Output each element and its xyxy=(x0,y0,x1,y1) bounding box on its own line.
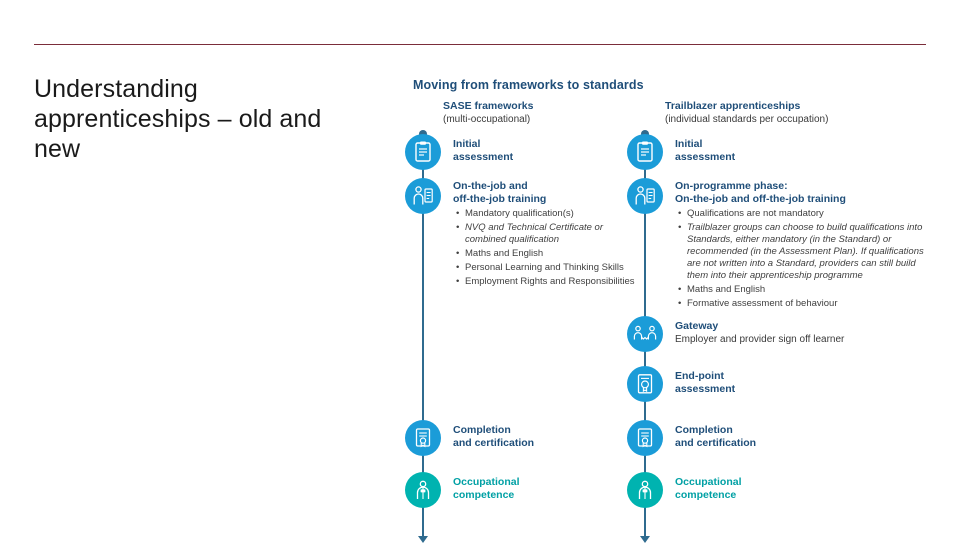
node-bullet-list: Mandatory qualification(s) NVQ and Techn… xyxy=(453,208,643,288)
list-item: Qualifications are not mandatory xyxy=(678,208,937,220)
list-item: Employment Rights and Responsibilities xyxy=(456,276,643,288)
list-item: Maths and English xyxy=(678,284,937,296)
header-divider xyxy=(34,44,926,45)
worker-icon xyxy=(627,472,663,508)
certificate-icon xyxy=(627,420,663,456)
person-checklist-icon xyxy=(405,178,441,214)
column-heading-trailblazer-title: Trailblazer apprenticeships xyxy=(665,100,801,112)
node-title: Completion xyxy=(675,424,733,436)
list-item: Personal Learning and Thinking Skills xyxy=(456,262,643,274)
diagram-title: Moving from frameworks to standards xyxy=(413,78,644,92)
node-title: Gateway xyxy=(675,320,719,332)
node-title: Initial xyxy=(675,138,703,150)
node-title: competence xyxy=(453,489,515,501)
node-title: Occupational xyxy=(675,476,742,488)
flow-line-left xyxy=(422,136,424,540)
list-item: Formative assessment of behaviour xyxy=(678,298,937,310)
frameworks-to-standards-diagram: Moving from frameworks to standards SASE… xyxy=(395,72,937,543)
node-title: End-point xyxy=(675,370,724,382)
node-title: Occupational xyxy=(453,476,520,488)
node-title: Initial xyxy=(453,138,481,150)
node-title: assessment xyxy=(453,151,514,163)
list-item: NVQ and Technical Certificate or combine… xyxy=(456,222,643,246)
column-heading-sase-title: SASE frameworks xyxy=(443,100,534,112)
list-item: Maths and English xyxy=(456,248,643,260)
worker-icon xyxy=(405,472,441,508)
list-item: Trailblazer groups can choose to build q… xyxy=(678,222,937,282)
column-heading-sase-sub: (multi-occupational) xyxy=(443,114,531,125)
page-title: Understanding apprenticeships – old and … xyxy=(34,75,322,163)
node-title: and certification xyxy=(453,437,535,449)
node-subtitle: Employer and provider sign off learner xyxy=(675,334,845,345)
certificate-icon xyxy=(405,420,441,456)
column-heading-trailblazer: Trailblazer apprenticeships (individual … xyxy=(665,100,927,126)
node-bullet-list: Qualifications are not mandatory Trailbl… xyxy=(675,208,937,310)
node-title: On-the-job and off-the-job training xyxy=(675,193,846,205)
node-title: and certification xyxy=(675,437,757,449)
node-title: Completion xyxy=(453,424,511,436)
assessment-badge-icon xyxy=(627,366,663,402)
clipboard-icon xyxy=(627,134,663,170)
handshake-icon xyxy=(627,316,663,352)
column-heading-sase: SASE frameworks (multi-occupational) xyxy=(443,100,643,126)
node-title: off-the-job training xyxy=(453,193,547,205)
node-title: assessment xyxy=(675,383,736,395)
node-title: On-programme phase: xyxy=(675,180,788,192)
column-heading-trailblazer-sub: (individual standards per occupation) xyxy=(665,114,829,125)
clipboard-icon xyxy=(405,134,441,170)
node-title: assessment xyxy=(675,151,736,163)
node-title: competence xyxy=(675,489,737,501)
node-title: On-the-job and xyxy=(453,180,528,192)
list-item: Mandatory qualification(s) xyxy=(456,208,643,220)
person-checklist-icon xyxy=(627,178,663,214)
